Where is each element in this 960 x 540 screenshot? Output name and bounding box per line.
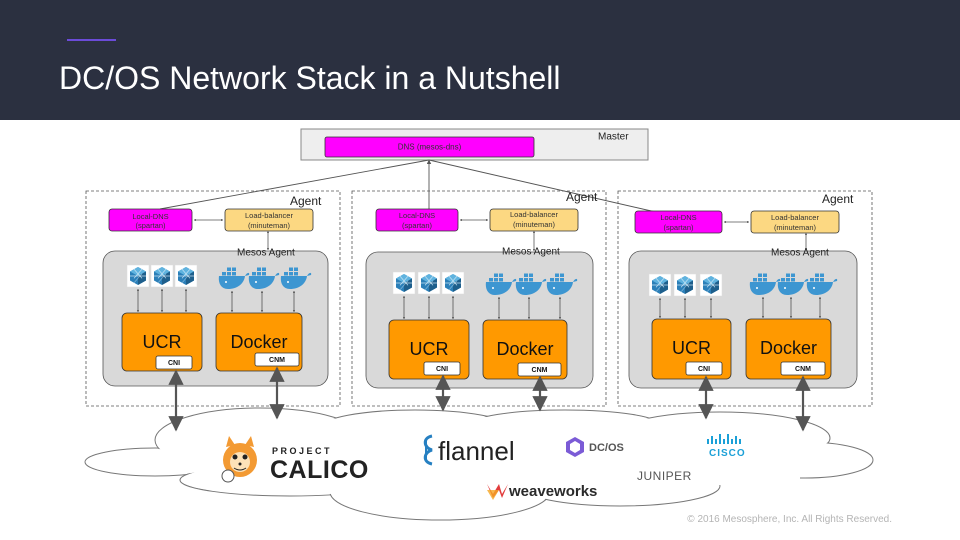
cni-container-icon (392, 271, 416, 295)
cni-container-icon (648, 273, 672, 297)
ucr-label: UCR (672, 338, 711, 358)
master-node: Master DNS (mesos-dns) (300, 128, 649, 161)
mesos-dns-box (324, 136, 535, 158)
dcos-label: DC/OS (589, 442, 624, 454)
cni-container-icon (673, 273, 697, 297)
agent-node-1: Agent Local-DNS (spartan) Load-balancer … (85, 190, 341, 432)
cni-container-icon (126, 264, 150, 288)
master-connectors (159, 159, 661, 214)
local-dns-box (634, 210, 723, 234)
cni-label: CNI (698, 366, 710, 373)
weaveworks-label: weaveworks (508, 483, 597, 500)
cni-container-icon (699, 273, 723, 297)
cni-container-icon (441, 271, 465, 295)
agent-label: Agent (566, 190, 598, 204)
local-dns-box (375, 208, 459, 232)
agent-label: Agent (290, 194, 322, 208)
docker-label: Docker (496, 339, 553, 359)
juniper-label: JUNIPER (637, 469, 692, 483)
load-balancer-label: Load-balancer (245, 211, 293, 220)
flannel-logo: flannel (423, 434, 515, 466)
calico-logo: PROJECT CALICO (221, 436, 369, 484)
slide-title: DC/OS Network Stack in a Nutshell (59, 60, 561, 96)
dcos-logo: DC/OS (566, 437, 624, 457)
local-dns-sublabel: (spartan) (135, 221, 166, 230)
cnm-box (254, 352, 300, 367)
load-balancer-label: Load-balancer (510, 210, 558, 219)
master-label: Master (598, 132, 629, 143)
cnm-box (780, 361, 826, 376)
cni-container-icon (150, 264, 174, 288)
ucr-label: UCR (410, 339, 449, 359)
local-dns-label: Local-DNS (660, 213, 696, 222)
cnm-label: CNM (269, 357, 285, 364)
calico-top-label: PROJECT (272, 446, 332, 456)
cni-box (685, 361, 723, 376)
weaveworks-logo: weaveworks (487, 483, 597, 500)
cisco-label: CISCO (709, 448, 746, 459)
cni-label: CNI (436, 366, 448, 373)
local-dns-label: Local-DNS (132, 212, 168, 221)
local-dns-sublabel: (spartan) (402, 221, 433, 230)
load-balancer-sublabel: (minuteman) (248, 221, 291, 230)
cnm-label: CNM (532, 367, 548, 374)
cni-label: CNI (168, 360, 180, 367)
load-balancer-sublabel: (minuteman) (774, 223, 817, 232)
ucr-label: UCR (143, 332, 182, 352)
title-accent-line (67, 39, 116, 41)
mesos-agent-label: Mesos Agent (237, 248, 295, 259)
cisco-logo: CISCO (707, 434, 746, 459)
docker-label: Docker (230, 332, 287, 352)
calico-main-label: CALICO (270, 456, 369, 484)
agent-label: Agent (822, 192, 854, 206)
local-dns-sublabel: (spartan) (663, 223, 694, 232)
title-bar: DC/OS Network Stack in a Nutshell (0, 0, 960, 120)
cni-container-icon (174, 264, 198, 288)
load-balancer-box (750, 210, 840, 234)
load-balancer-label: Load-balancer (771, 213, 819, 222)
flannel-label: flannel (438, 436, 515, 466)
local-dns-box (108, 208, 193, 232)
agent-node-3: Agent Local-DNS (spartan) Load-balancer … (617, 190, 873, 432)
docker-label: Docker (760, 338, 817, 358)
juniper-logo: JUNIPER (637, 469, 692, 483)
copyright-notice: © 2016 Mesosphere, Inc. All Rights Reser… (687, 514, 892, 525)
mesos-agent-label: Mesos Agent (771, 248, 829, 259)
load-balancer-sublabel: (minuteman) (513, 220, 556, 229)
agent-node-2: Agent Local-DNS (spartan) Load-balancer … (351, 190, 607, 412)
network-cloud (84, 407, 874, 521)
local-dns-label: Local-DNS (399, 211, 435, 220)
cnm-label: CNM (795, 366, 811, 373)
mesos-dns-label: DNS (mesos-dns) (398, 143, 462, 152)
mesos-agent-label: Mesos Agent (502, 247, 560, 258)
cni-box (155, 355, 193, 370)
cni-container-icon (417, 271, 441, 295)
